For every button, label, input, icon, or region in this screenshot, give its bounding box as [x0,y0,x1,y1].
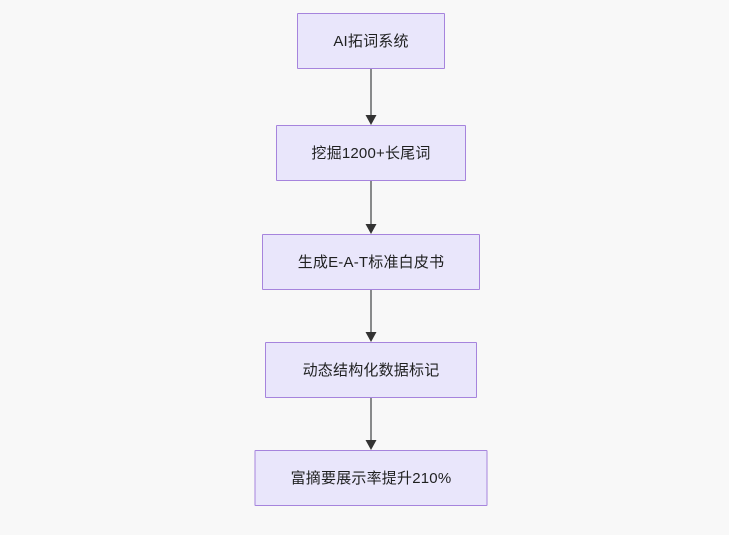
flow-edge-arrow-3 [365,290,377,342]
flow-edge-arrow-1 [365,69,377,125]
flow-node-label: 挖掘1200+长尾词 [311,144,431,162]
flow-node-label: AI拓词系统 [333,32,409,50]
flow-edge-arrow-2 [365,181,377,234]
flow-node-generate-eat-whitepaper[interactable]: 生成E-A-T标准白皮书 [262,234,480,290]
flow-node-label: 富摘要展示率提升210% [290,469,452,487]
arrowhead-icon [365,224,377,234]
flow-node-ai-keyword-system[interactable]: AI拓词系统 [297,13,445,69]
flow-node-label: 生成E-A-T标准白皮书 [297,253,445,271]
arrowhead-icon [365,332,377,342]
flow-node-rich-snippet-impression-lift[interactable]: 富摘要展示率提升210% [254,450,488,506]
flow-node-dynamic-structured-data-markup[interactable]: 动态结构化数据标记 [265,342,477,398]
flow-edge-arrow-4 [365,398,377,450]
arrowhead-icon [365,440,377,450]
arrowhead-icon [365,115,377,125]
flow-node-label: 动态结构化数据标记 [302,361,440,379]
flow-node-mine-longtail-keywords[interactable]: 挖掘1200+长尾词 [276,125,466,181]
